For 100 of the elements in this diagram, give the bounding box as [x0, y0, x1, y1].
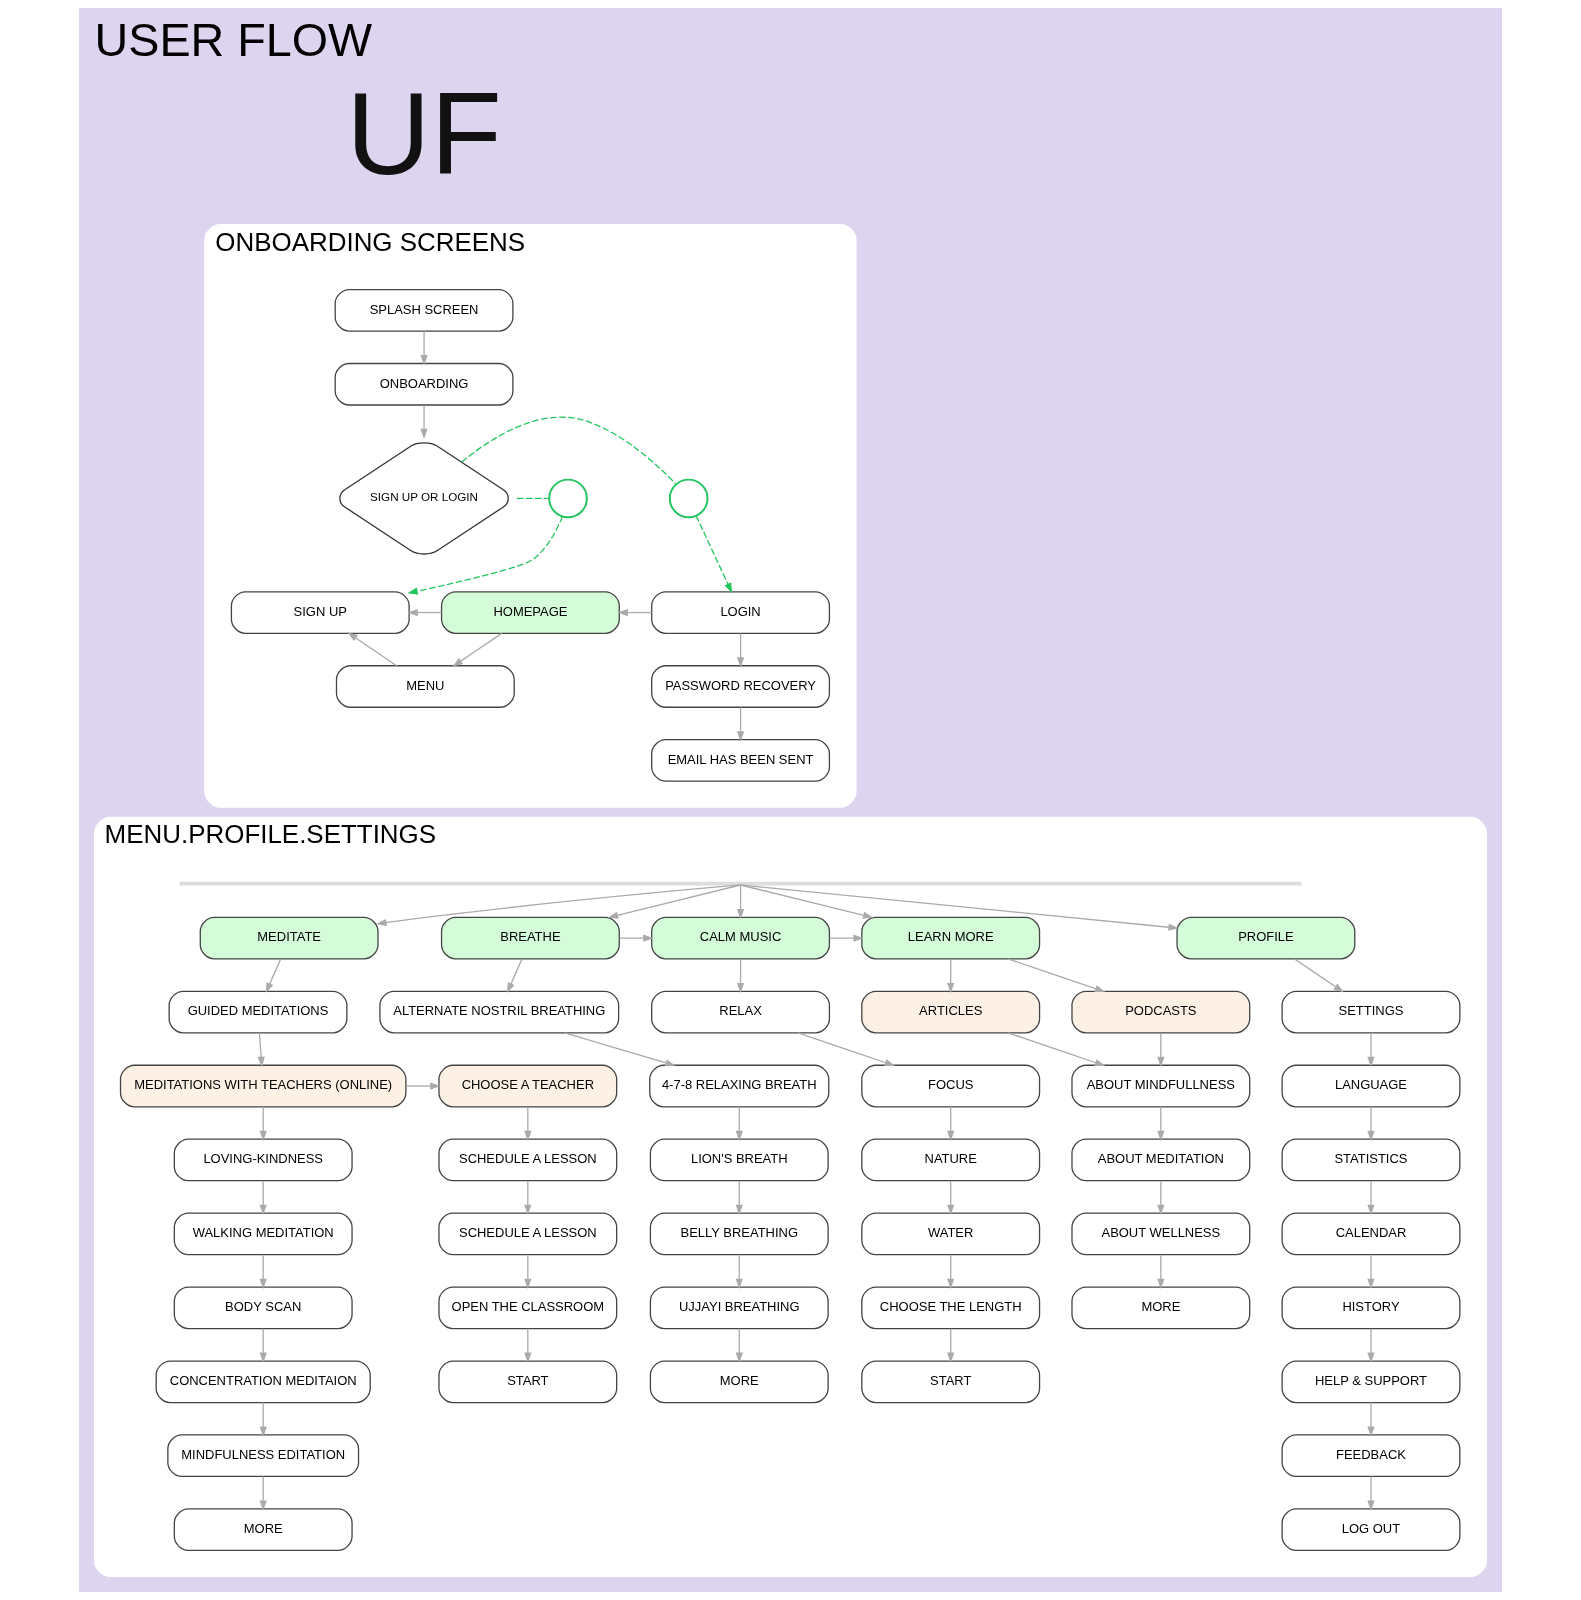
arrow [1367, 1106, 1375, 1142]
node-box: ABOUT WELLNESS [1071, 1212, 1251, 1256]
node-box: SPLASH SCREEN [334, 288, 514, 332]
node-box: ALTERNATE NOSTRIL BREATHING [379, 990, 620, 1034]
node-box: ABOUT MINDFULLNESS [1071, 1064, 1251, 1108]
node-box: MORE [173, 1508, 353, 1552]
node-box: NATURE [861, 1138, 1041, 1182]
arrow [947, 958, 955, 994]
node-box: LOG OUT [1281, 1508, 1461, 1552]
arrow [507, 958, 523, 994]
arrow [524, 1180, 532, 1216]
arrow [405, 1082, 441, 1090]
node-box: LOGIN [651, 591, 831, 634]
node-box: ONBOARDING [334, 362, 514, 406]
node-box: LANGUAGE [1281, 1064, 1461, 1108]
arrow [617, 608, 653, 617]
node-box: ABOUT MEDITATION [1071, 1138, 1251, 1182]
arrow [376, 884, 742, 927]
arrow [407, 608, 443, 617]
node-box: 4-7-8 RELAXING BREATH [649, 1064, 830, 1108]
node-box: OPEN THE CLASSROOM [438, 1286, 618, 1330]
node-box: STATISTICS [1281, 1138, 1461, 1182]
arrow [259, 1106, 267, 1142]
arrow [1157, 1032, 1165, 1068]
node-box: LION'S BREATH [649, 1138, 829, 1182]
label: UF [346, 68, 502, 200]
node-box: RELAX [651, 990, 831, 1034]
node-box: HOMEPAGE [440, 591, 620, 634]
arrow [1157, 1106, 1165, 1142]
node-box: WATER [861, 1212, 1041, 1256]
node-box: UJJAYI BREATHING [649, 1286, 829, 1330]
arrow [740, 884, 1179, 931]
arrow [524, 1254, 532, 1290]
arrow [265, 958, 282, 994]
node-box: BREATHE [440, 916, 620, 960]
node-box: CHOOSE THE LENGTH [861, 1286, 1041, 1330]
arrow [735, 1180, 743, 1216]
arrow [524, 1328, 532, 1363]
node-box: SCHEDULE A LESSON [438, 1212, 618, 1256]
arrow [1367, 1254, 1375, 1290]
arrow [736, 884, 745, 920]
node-circle [548, 478, 588, 519]
arrow [736, 706, 745, 742]
node-circle [668, 478, 709, 519]
arrow [947, 1254, 955, 1290]
arrow [618, 934, 654, 942]
node-box: GUIDED MEDITATIONS [168, 990, 348, 1034]
node-box: SETTINGS [1281, 990, 1461, 1034]
node-box: FOCUS [861, 1064, 1041, 1108]
arrow [347, 632, 398, 667]
node-box: CONCENTRATION MEDITAION [155, 1360, 371, 1404]
node-box: START [438, 1360, 618, 1404]
node-box: CALM MUSIC [651, 916, 831, 960]
arrow [259, 1475, 267, 1511]
node-box: SCHEDULE A LESSON [438, 1138, 618, 1182]
arrow [259, 1180, 267, 1216]
arrow [257, 1032, 265, 1068]
node-box: MORE [649, 1360, 829, 1404]
arrow [407, 515, 564, 595]
node-box: MEDITATIONS WITH TEACHERS (ONLINE) [119, 1064, 407, 1108]
node-box: MINDFULNESS EDITATION [167, 1434, 360, 1478]
arrow [607, 884, 742, 919]
arrow [524, 1106, 532, 1142]
node-box: CALENDAR [1281, 1212, 1461, 1256]
node-box: LEARN MORE [861, 916, 1041, 960]
arrow [947, 1180, 955, 1216]
arrow [452, 632, 503, 667]
arrow [1367, 1032, 1375, 1068]
node-box: PODCASTS [1071, 990, 1251, 1034]
node-box: EMAIL HAS BEEN SENT [651, 739, 831, 782]
arrow [420, 330, 428, 366]
node-box: CHOOSE A TEACHER [438, 1064, 618, 1108]
arrow [735, 1328, 743, 1363]
node-box: ARTICLES [861, 990, 1041, 1034]
arrow [1157, 1254, 1165, 1290]
node-box: LOVING-KINDNESS [173, 1138, 353, 1182]
arrow [259, 1401, 267, 1437]
arrow [736, 958, 745, 994]
arrow [735, 1106, 743, 1142]
node-box: WALKING MEDITATION [173, 1212, 353, 1256]
arrow [740, 884, 874, 919]
node-box: SIGN UP [230, 591, 410, 634]
node-box: MENU [335, 665, 515, 708]
node-box: HISTORY [1281, 1286, 1461, 1330]
arrow [564, 1032, 676, 1067]
connector [516, 497, 550, 500]
arrow [736, 632, 745, 668]
node-bar [179, 881, 1302, 886]
arrow [695, 515, 733, 594]
arrow [1007, 958, 1106, 993]
node-box: BODY SCAN [173, 1286, 353, 1330]
arrow [797, 1032, 896, 1066]
arrow [1367, 1328, 1375, 1363]
node-box: HELP & SUPPORT [1281, 1360, 1461, 1404]
arrow [1367, 1475, 1375, 1511]
arrow [1157, 1180, 1165, 1216]
node-box: PASSWORD RECOVERY [651, 665, 831, 708]
node-box: MORE [1071, 1286, 1251, 1330]
arrow [947, 1328, 955, 1363]
node-box: FEEDBACK [1281, 1434, 1461, 1478]
